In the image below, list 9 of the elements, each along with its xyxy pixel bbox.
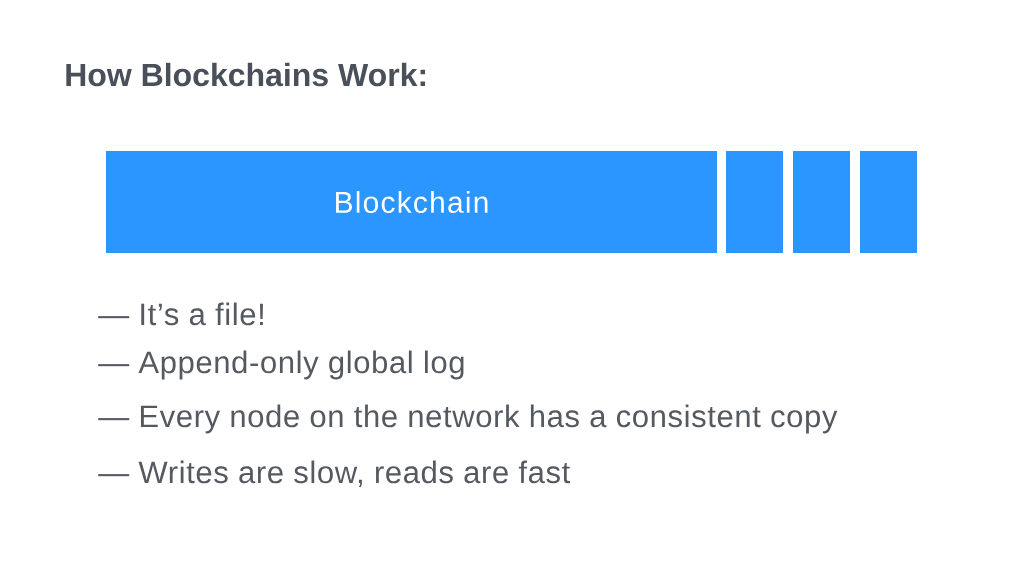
list-item: — Writes are slow, reads are fast [98,460,570,487]
block-box: Blockchain [106,151,717,253]
list-item: — It’s a file! [98,302,263,326]
title: How Blockchains Work: [66,62,426,87]
list-item: — Append-only global log [98,350,464,380]
list-item: — Every node on the network has a consistent copy [98,404,838,434]
block-box [793,151,850,253]
block-box [726,151,783,253]
block-box [860,151,917,253]
